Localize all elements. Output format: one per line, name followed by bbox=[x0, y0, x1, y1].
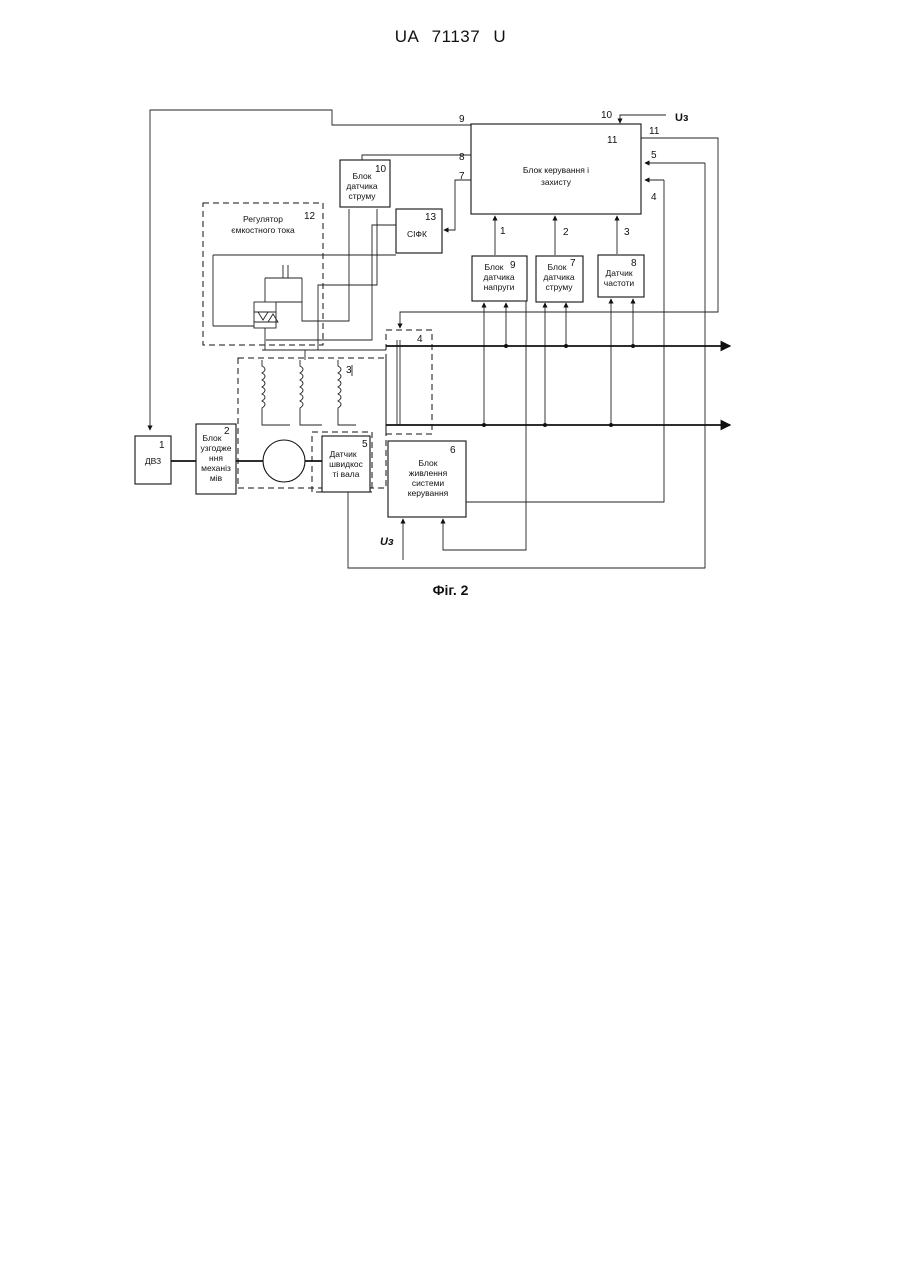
control-protection-block: 11 Блок керування і захисту bbox=[471, 124, 641, 214]
svg-text:5: 5 bbox=[362, 439, 368, 450]
svg-text:11: 11 bbox=[607, 135, 618, 146]
svg-text:Блок керування і: Блок керування і bbox=[523, 165, 589, 175]
svg-text:ння: ння bbox=[209, 453, 223, 463]
uz-input-top: Uз bbox=[675, 112, 689, 124]
svg-text:узгодже: узгодже bbox=[201, 443, 232, 453]
svg-text:струму: струму bbox=[348, 191, 376, 201]
svg-text:датчика: датчика bbox=[483, 272, 514, 282]
svg-text:10: 10 bbox=[601, 110, 613, 121]
svg-text:механіз: механіз bbox=[201, 463, 231, 473]
svg-text:ДВЗ: ДВЗ bbox=[145, 456, 161, 466]
svg-text:4: 4 bbox=[417, 334, 423, 345]
svg-text:ємкостного тока: ємкостного тока bbox=[231, 225, 295, 235]
svg-text:8: 8 bbox=[459, 152, 465, 163]
svg-text:Блок: Блок bbox=[203, 433, 222, 443]
svg-text:струму: струму bbox=[545, 282, 573, 292]
svg-text:12: 12 bbox=[304, 211, 316, 222]
svg-text:живлення: живлення bbox=[409, 468, 448, 478]
svg-text:мів: мів bbox=[210, 473, 223, 483]
figure-caption: Фіг. 2 bbox=[0, 582, 901, 598]
phase-control-block-13: 13 СІФК bbox=[396, 209, 442, 253]
svg-text:частоти: частоти bbox=[604, 278, 635, 288]
svg-text:9: 9 bbox=[510, 260, 516, 271]
svg-text:2: 2 bbox=[563, 227, 569, 238]
engine-block-1: 1 ДВЗ bbox=[135, 436, 171, 484]
svg-text:Блок: Блок bbox=[419, 458, 438, 468]
svg-text:СІФК: СІФК bbox=[407, 229, 427, 239]
svg-text:5: 5 bbox=[651, 150, 657, 161]
svg-text:швидкос: швидкос bbox=[329, 459, 364, 469]
svg-text:11: 11 bbox=[649, 126, 660, 137]
svg-text:6: 6 bbox=[450, 445, 456, 456]
svg-text:Датчик: Датчик bbox=[605, 268, 632, 278]
svg-text:2: 2 bbox=[224, 426, 230, 437]
svg-text:Блок: Блок bbox=[485, 262, 504, 272]
capacitive-current-regulator-label: Регулятор ємкостного тока 12 bbox=[231, 211, 315, 235]
triac-capacitor-network bbox=[213, 255, 396, 350]
svg-text:керування: керування bbox=[408, 488, 449, 498]
mechanism-matching-block-2: 2 Блок узгодже ння механіз мів bbox=[196, 424, 236, 494]
svg-text:Регулятор: Регулятор bbox=[243, 214, 283, 224]
current-sensor-block-7: 7 Блок датчика струму bbox=[536, 256, 583, 302]
svg-text:Блок: Блок bbox=[353, 171, 372, 181]
svg-text:13: 13 bbox=[425, 212, 437, 223]
svg-text:4: 4 bbox=[651, 192, 657, 203]
svg-text:датчика: датчика bbox=[346, 181, 377, 191]
svg-text:1: 1 bbox=[159, 440, 165, 451]
svg-text:1: 1 bbox=[500, 226, 506, 237]
svg-text:напруги: напруги bbox=[484, 282, 515, 292]
svg-text:9: 9 bbox=[459, 114, 465, 125]
svg-text:датчика: датчика bbox=[543, 272, 574, 282]
shaft-speed-sensor-block-5: 5 Датчик швидкос ті вала bbox=[322, 436, 370, 492]
svg-text:3: 3 bbox=[346, 365, 352, 376]
frequency-sensor-block-8: 8 Датчик частоти bbox=[598, 255, 644, 297]
svg-text:системи: системи bbox=[412, 478, 445, 488]
svg-text:3: 3 bbox=[624, 227, 630, 238]
uz-input-bottom: Uз bbox=[380, 536, 394, 548]
svg-text:7: 7 bbox=[459, 171, 465, 182]
generator-rotor bbox=[263, 440, 305, 482]
switch-4: 4 bbox=[397, 334, 423, 425]
svg-text:ті вала: ті вала bbox=[333, 469, 360, 479]
voltage-sensor-block-9: 9 Блок датчика напруги bbox=[472, 256, 527, 301]
current-sensor-block-10: 10 Блок датчика струму bbox=[340, 160, 390, 207]
generator-windings: 3 bbox=[262, 360, 356, 425]
svg-text:Датчик: Датчик bbox=[329, 449, 356, 459]
svg-text:захисту: захисту bbox=[541, 177, 572, 187]
svg-text:Блок: Блок bbox=[548, 262, 567, 272]
svg-text:10: 10 bbox=[375, 164, 387, 175]
svg-text:7: 7 bbox=[570, 258, 576, 269]
control-power-supply-block-6: 6 Блок живлення системи керування bbox=[388, 441, 466, 517]
